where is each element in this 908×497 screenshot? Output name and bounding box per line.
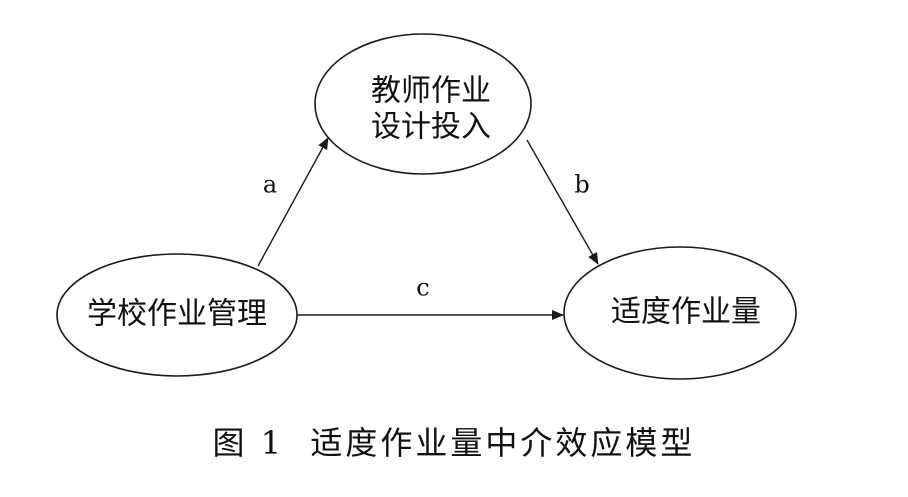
node-school-label: 学校作业管理 bbox=[87, 297, 267, 332]
node-school-management: 学校作业管理 bbox=[56, 253, 298, 377]
edge-c-label: c bbox=[416, 274, 429, 302]
node-teacher-design-investment: 教师作业 设计投入 bbox=[314, 33, 532, 175]
edge-a-label: a bbox=[263, 171, 277, 199]
node-appropriate-homework: 适度作业量 bbox=[563, 246, 797, 380]
edge-a: a bbox=[257, 137, 329, 267]
node-homework-ellipse bbox=[563, 246, 797, 380]
edge-a-arrow bbox=[257, 137, 329, 267]
node-teacher-label-line2: 设计投入 bbox=[371, 110, 491, 145]
edge-b-label: b bbox=[574, 171, 589, 199]
node-teacher-ellipse bbox=[314, 33, 532, 175]
figure-caption: 图 1 适度作业量中介效应模型 bbox=[212, 424, 696, 462]
edge-b-arrow bbox=[526, 139, 599, 265]
node-homework-label: 适度作业量 bbox=[611, 295, 761, 330]
node-teacher-label-line1: 教师作业 bbox=[371, 74, 491, 109]
edge-b: b bbox=[526, 139, 599, 265]
edge-c: c bbox=[297, 274, 564, 320]
